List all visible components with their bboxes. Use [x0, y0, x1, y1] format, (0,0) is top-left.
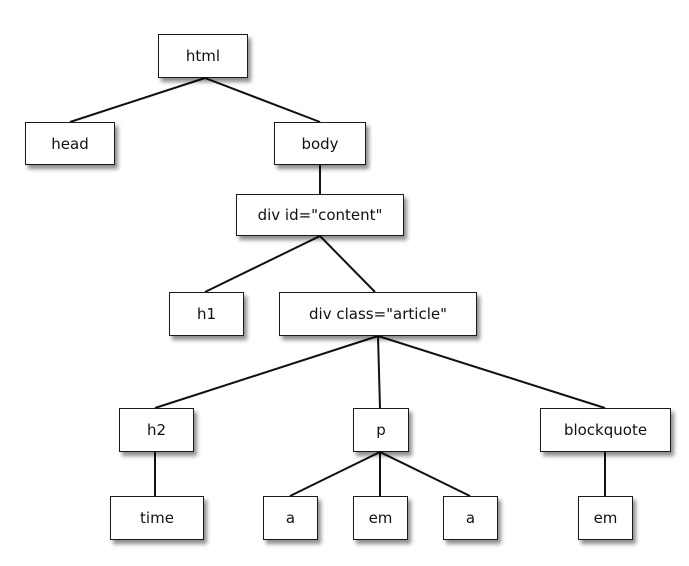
node-head: head: [25, 122, 115, 165]
node-time: time: [110, 496, 204, 540]
node-em-2: em: [578, 496, 633, 540]
node-p: p: [353, 408, 409, 452]
node-h1: h1: [169, 292, 244, 336]
edge-p-a-1: [289, 451, 381, 497]
edge-div-article-h2: [154, 335, 379, 409]
node-em-1: em: [353, 496, 408, 540]
edge-div-article-p: [377, 335, 381, 409]
edge-div-content-h1: [204, 235, 321, 293]
edge-div-article-blockquote: [377, 335, 606, 409]
node-html: html: [158, 34, 248, 78]
edge-div-content-div-article: [319, 235, 376, 293]
edge-p-a-2: [379, 451, 471, 497]
edge-html-body: [204, 77, 321, 123]
node-div-article: div class="article": [279, 292, 477, 336]
node-a-2: a: [443, 496, 498, 540]
node-a-1: a: [263, 496, 318, 540]
node-h2: h2: [119, 408, 194, 452]
node-body: body: [274, 122, 366, 165]
node-blockquote: blockquote: [540, 408, 671, 452]
edge-html-head: [69, 77, 206, 123]
node-div-content: div id="content": [236, 194, 404, 236]
